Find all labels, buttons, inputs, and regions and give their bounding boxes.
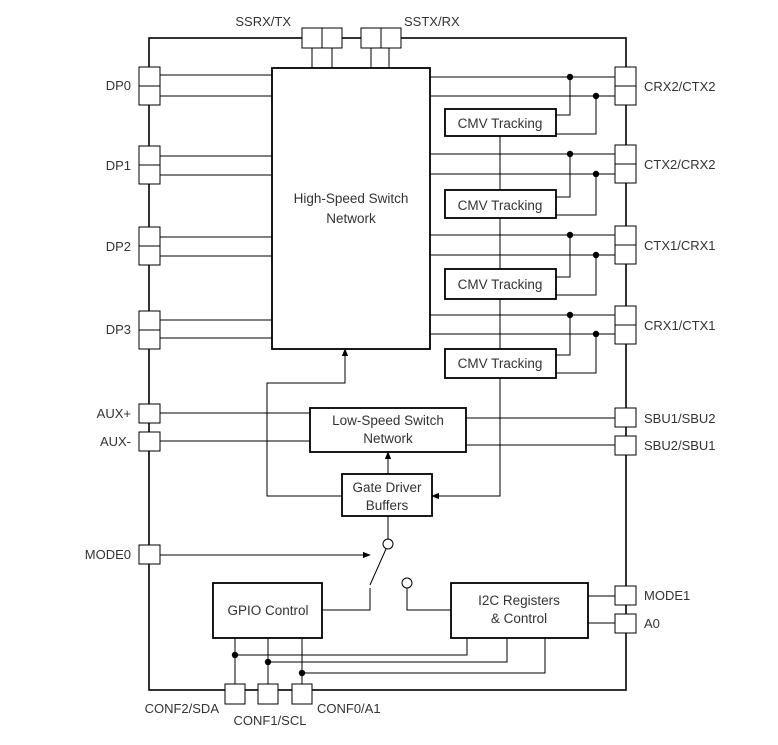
pin-label-ssrx-tx: SSRX/TX [235,14,291,29]
ls-switch-block: Low-Speed Switch Network [309,407,467,453]
cmv-tracking-label: CMV Tracking [458,198,543,213]
gate-driver-block: Gate Driver Buffers [341,473,433,517]
pin-label-crx1-ctx1: CRX1/CTX1 [644,318,716,333]
pin-label-dp3: DP3 [106,322,131,337]
pin-label-dp0: DP0 [106,78,131,93]
gate-driver-line1: Gate Driver [352,480,422,495]
gate-driver-line2: Buffers [366,498,409,513]
i2c-line2: & Control [491,611,547,626]
pin-label-conf2-sda: CONF2/SDA [145,701,220,716]
gpio-control-block: GPIO Control [212,582,323,639]
pin-label-mode1: MODE1 [644,588,690,603]
gpio-control-label: GPIO Control [227,603,308,618]
cmv-tracking-label: CMV Tracking [458,277,543,292]
pin-label-aux-minus: AUX- [100,434,131,449]
pin-label-conf0-a1: CONF0/A1 [317,701,381,716]
pin-label-sbu2-sbu1: SBU2/SBU1 [644,438,716,453]
i2c-block: I2C Registers & Control [450,582,589,639]
switch-contact-top [382,538,394,550]
pin-label-aux-plus: AUX+ [97,406,131,421]
pin-label-ctx2-crx2: CTX2/CRX2 [644,157,716,172]
pin-boxes [138,27,637,705]
pin-label-dp2: DP2 [106,239,131,254]
hs-switch-line2: Network [326,211,376,226]
cmv-tracking-block-2: CMV Tracking [444,189,557,219]
cmv-tracking-block-1: CMV Tracking [444,108,557,137]
i2c-line1: I2C Registers [478,593,560,608]
cmv-tracking-block-4: CMV Tracking [444,348,557,379]
cmv-tracking-label: CMV Tracking [458,116,543,131]
pin-label-a0: A0 [644,616,660,631]
cmv-tracking-label: CMV Tracking [458,356,543,371]
pin-labels: SSRX/TX SSTX/RX DP0 DP1 DP2 DP3 AUX+ AUX… [85,14,716,728]
ls-switch-line1: Low-Speed Switch [332,413,444,428]
cmv-tracking-block-3: CMV Tracking [444,268,557,300]
pin-label-crx2-ctx2: CRX2/CTX2 [644,79,716,94]
hs-switch-block: High-Speed Switch Network [271,67,431,350]
wires [160,48,615,684]
junction-dots [231,73,600,677]
pin-label-mode0: MODE0 [85,547,131,562]
pin-label-dp1: DP1 [106,158,131,173]
pin-label-ctx1-crx1: CTX1/CRX1 [644,238,716,253]
pin-label-conf1-scl: CONF1/SCL [234,713,307,728]
pin-label-sstx-rx: SSTX/RX [404,14,460,29]
switch-contact-right [401,577,413,589]
ls-switch-line2: Network [363,431,413,446]
hs-switch-line1: High-Speed Switch [294,191,409,206]
pin-label-sbu1-sbu2: SBU1/SBU2 [644,411,716,426]
